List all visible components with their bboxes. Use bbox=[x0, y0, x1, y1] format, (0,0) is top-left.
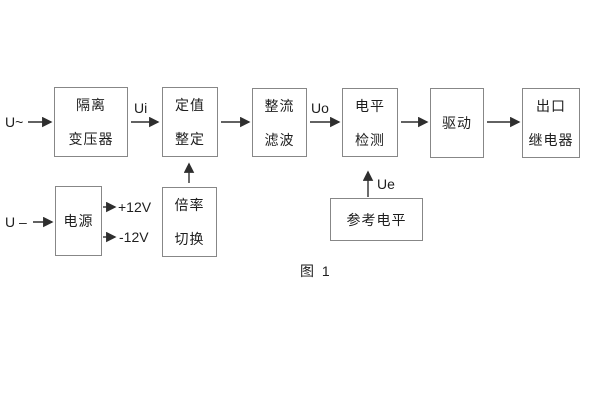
block-label: 倍率 bbox=[174, 197, 205, 213]
block-label: 整定 bbox=[175, 131, 205, 147]
block-driver: 驱动 bbox=[430, 88, 484, 158]
block-label: 变压器 bbox=[68, 131, 114, 147]
figure-caption: 图 1 bbox=[300, 263, 332, 279]
block-label: 继电器 bbox=[528, 132, 574, 148]
signal-label-dc-input: U – bbox=[5, 214, 27, 230]
block-isolation-transformer: 隔离 变压器 bbox=[54, 87, 128, 157]
signal-label-uo: Uo bbox=[311, 100, 329, 116]
signal-label-plus12v: +12V bbox=[118, 199, 152, 215]
block-label: 定值 bbox=[175, 97, 205, 113]
signal-label-minus12v: -12V bbox=[119, 229, 149, 245]
block-level-detection: 电平 检测 bbox=[342, 88, 398, 157]
block-label: 电源 bbox=[63, 213, 94, 229]
block-label: 隔离 bbox=[76, 97, 106, 113]
block-rectifier-filter: 整流 滤波 bbox=[252, 88, 307, 157]
block-power-supply: 电源 bbox=[55, 186, 102, 256]
block-label: 出口 bbox=[536, 98, 566, 114]
block-output-relay: 出口 继电器 bbox=[522, 88, 580, 158]
block-label: 电平 bbox=[355, 97, 385, 114]
block-label: 参考电平 bbox=[346, 211, 407, 228]
block-value-setting: 定值 整定 bbox=[162, 87, 218, 157]
block-label: 整流 bbox=[264, 97, 295, 114]
signal-label-ue: Ue bbox=[377, 176, 395, 192]
block-label: 检测 bbox=[355, 131, 385, 148]
block-label: 滤波 bbox=[264, 131, 295, 148]
block-label: 驱动 bbox=[442, 115, 472, 131]
block-label: 切换 bbox=[174, 231, 205, 247]
signal-label-ac-input: U~ bbox=[5, 114, 24, 130]
signal-label-ui: Ui bbox=[134, 100, 148, 116]
block-reference-level: 参考电平 bbox=[330, 198, 423, 241]
block-ratio-switching: 倍率 切换 bbox=[162, 187, 217, 257]
